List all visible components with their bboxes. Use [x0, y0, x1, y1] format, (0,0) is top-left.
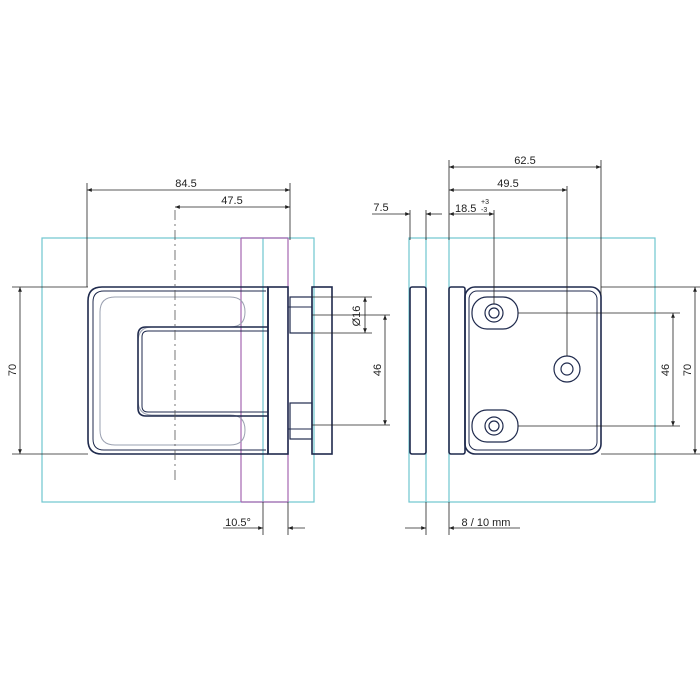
dimension-label-84-5: 84.5: [175, 178, 196, 190]
right-view: 62.5 49.5 18.5 +3 -3 7.5 46: [372, 155, 700, 535]
hinge-body: [87, 286, 333, 455]
dimension-label-angle: 10.5°: [225, 517, 251, 529]
dimension-46-right: [518, 312, 680, 427]
dimension-label-70-right: 70: [682, 364, 694, 376]
slot-top: [471, 296, 519, 330]
dimension-46-left: [312, 314, 390, 426]
glass-panel-right: [408, 237, 656, 503]
dimension-label-46-right: 46: [660, 364, 672, 376]
dimension-7-5: [372, 210, 442, 240]
dimension-84-5: [86, 183, 291, 287]
left-view: 84.5 47.5 70 Ø16 46: [7, 178, 390, 535]
dimension-label-49-5: 49.5: [497, 178, 518, 190]
dimension-label-70-left: 70: [7, 364, 19, 376]
dimension-label-47-5: 47.5: [221, 195, 242, 207]
dimension-label-18-5: 18.5: [455, 203, 476, 215]
dimension-18-5: [449, 210, 495, 304]
dimension-70-left: [12, 286, 88, 455]
slot-bottom: [471, 409, 519, 443]
dimension-label-diameter-16: Ø16: [351, 306, 363, 327]
dimension-label-46-left: 46: [372, 364, 384, 376]
dimension-glass-thickness: [405, 502, 520, 535]
dimension-angle: [223, 502, 305, 535]
center-hole: [553, 355, 581, 383]
clamp-plates: [409, 286, 602, 455]
dimension-tolerance-plus: +3: [481, 199, 489, 206]
dimension-49-5: [449, 186, 568, 356]
dimension-62-5: [448, 160, 602, 295]
dimension-label-7-5: 7.5: [373, 202, 388, 214]
dimension-label-62-5: 62.5: [514, 155, 535, 167]
dimension-tolerance-minus: -3: [481, 207, 487, 214]
dimension-70-right: [601, 286, 700, 455]
dimension-label-glass-thickness: 8 / 10 mm: [462, 517, 511, 529]
glass-panel: [41, 237, 315, 503]
